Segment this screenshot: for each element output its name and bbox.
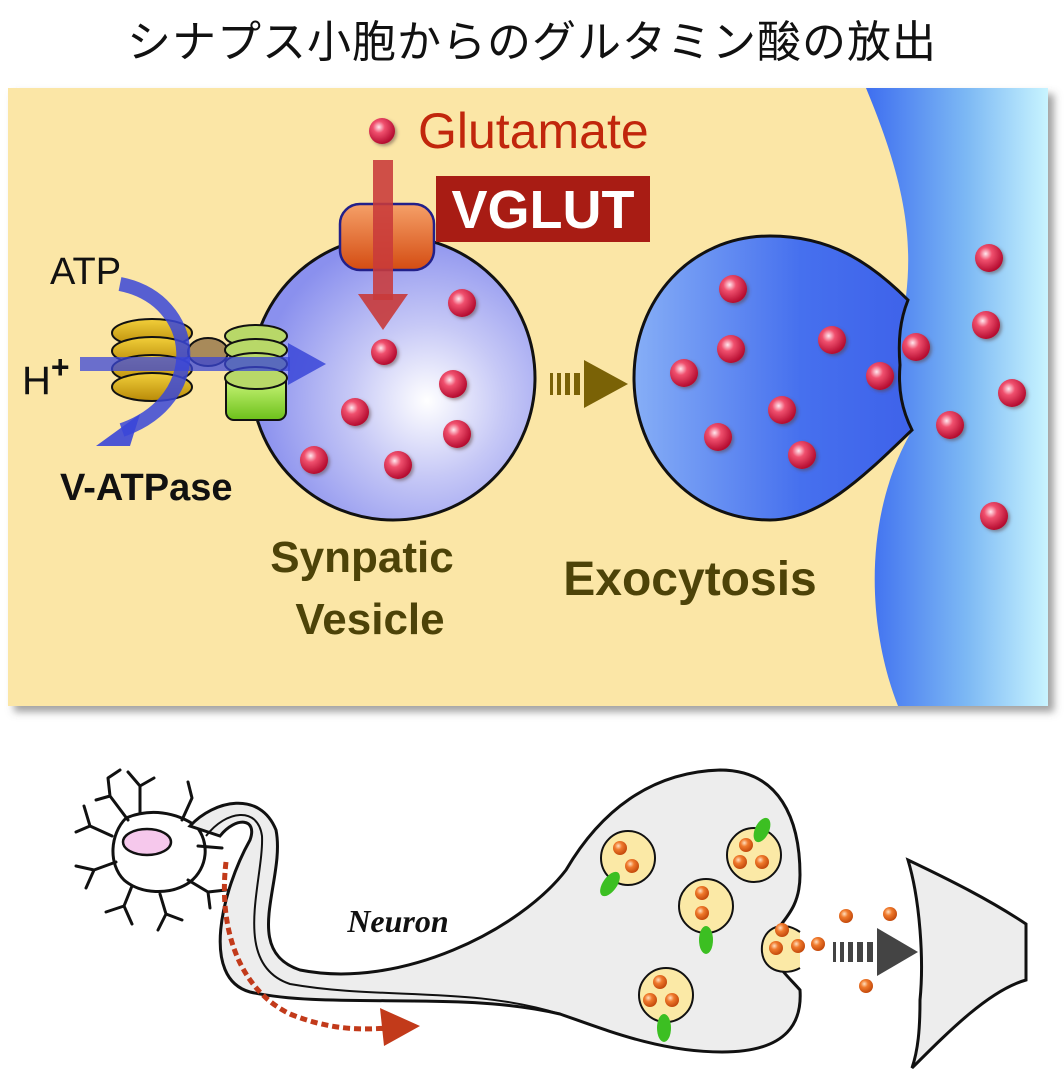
- glutamate-dot: [733, 855, 747, 869]
- glutamate-molecule: [300, 446, 328, 474]
- glutamate-dot: [755, 855, 769, 869]
- glutamate-dot: [859, 979, 873, 993]
- orange-glutamate-dots: [613, 838, 897, 1007]
- v-atpase-label: V-ATPase: [60, 467, 232, 509]
- proton-arrow: [80, 343, 326, 385]
- glutamate-label: Glutamate: [418, 103, 649, 159]
- glutamate-dot: [811, 937, 825, 951]
- proton-label-h: H: [22, 359, 51, 403]
- vglut-marker: [699, 926, 713, 954]
- proton-label-plus: +: [51, 349, 70, 385]
- vglut-marker: [600, 871, 620, 897]
- signal-propagation-arrow: [221, 861, 389, 1032]
- glutamate-molecule: [788, 441, 816, 469]
- synaptic-vesicle-label-line2: Vesicle: [295, 595, 444, 644]
- glutamate-dot: [643, 993, 657, 1007]
- top-panel: Glutamate VGLUT ATP H+ V-ATPase Synpatic…: [8, 88, 1048, 706]
- glutamate-molecule: [443, 420, 471, 448]
- vglut-marker: [753, 817, 771, 843]
- glutamate-dot: [653, 975, 667, 989]
- glutamate-dot: [695, 906, 709, 920]
- terminal-vesicle: [678, 878, 734, 934]
- axon-inner-line: [205, 814, 561, 1015]
- glutamate-molecule: [384, 451, 412, 479]
- glutamate-molecule: [975, 244, 1003, 272]
- glutamate-molecule: [448, 289, 476, 317]
- glutamate-dot: [769, 941, 783, 955]
- glutamate-molecule: [341, 398, 369, 426]
- glutamate-molecule: [972, 311, 1000, 339]
- glutamate-molecule: [768, 396, 796, 424]
- atp-label: ATP: [50, 251, 121, 293]
- vglut-label-box: [436, 176, 650, 242]
- neuron-label: Neuron: [346, 903, 448, 939]
- signal-arrow-head: [380, 1008, 420, 1046]
- glutamate-dot: [695, 886, 709, 900]
- glutamate-molecule: [719, 275, 747, 303]
- glutamate-dot: [839, 909, 853, 923]
- glutamate-molecule: [717, 335, 745, 363]
- page-title: シナプス小胞からのグルタミン酸の放出: [127, 17, 937, 68]
- exocytosis-arrow: [550, 360, 628, 408]
- glutamate-dot: [613, 841, 627, 855]
- atp-hydrolysis-arrow: [96, 277, 191, 446]
- glutamate-molecule: [371, 339, 397, 365]
- glutamate-molecule: [369, 118, 395, 144]
- neuron-nucleus: [121, 827, 173, 857]
- glutamate-molecule: [980, 502, 1008, 530]
- synaptic-cleft: [866, 88, 1048, 706]
- glutamate-dot: [883, 907, 897, 921]
- glutamate-molecule: [902, 333, 930, 361]
- glutamate-molecule: [439, 370, 467, 398]
- vglut-label: VGLUT: [452, 180, 635, 240]
- glutamate-molecule: [936, 411, 964, 439]
- glutamate-molecule: [866, 362, 894, 390]
- bottom-panel: Neuron: [74, 768, 1028, 1070]
- glutamate-dot: [791, 939, 805, 953]
- glutamate-molecule: [818, 326, 846, 354]
- glutamate-dot: [625, 859, 639, 873]
- glutamate-dot: [739, 838, 753, 852]
- proton-label: H+: [22, 349, 70, 403]
- vglut-marker: [657, 1014, 671, 1042]
- vglut-markers: [600, 817, 771, 1042]
- synaptic-vesicle-label-line1: Synpatic: [270, 533, 453, 582]
- glutamate-molecule: [998, 379, 1026, 407]
- postsynaptic-spine: [905, 857, 1028, 1070]
- glutamate-dot: [775, 923, 789, 937]
- glutamate-molecule: [704, 423, 732, 451]
- release-arrow: [833, 928, 918, 976]
- exocytosis-label: Exocytosis: [563, 553, 816, 606]
- glutamate-molecule: [670, 359, 698, 387]
- glutamate-molecules: [300, 118, 1026, 530]
- fusing-vesicle: [632, 234, 914, 522]
- glutamate-dot: [665, 993, 679, 1007]
- glutamate-uptake-arrow: [358, 160, 408, 330]
